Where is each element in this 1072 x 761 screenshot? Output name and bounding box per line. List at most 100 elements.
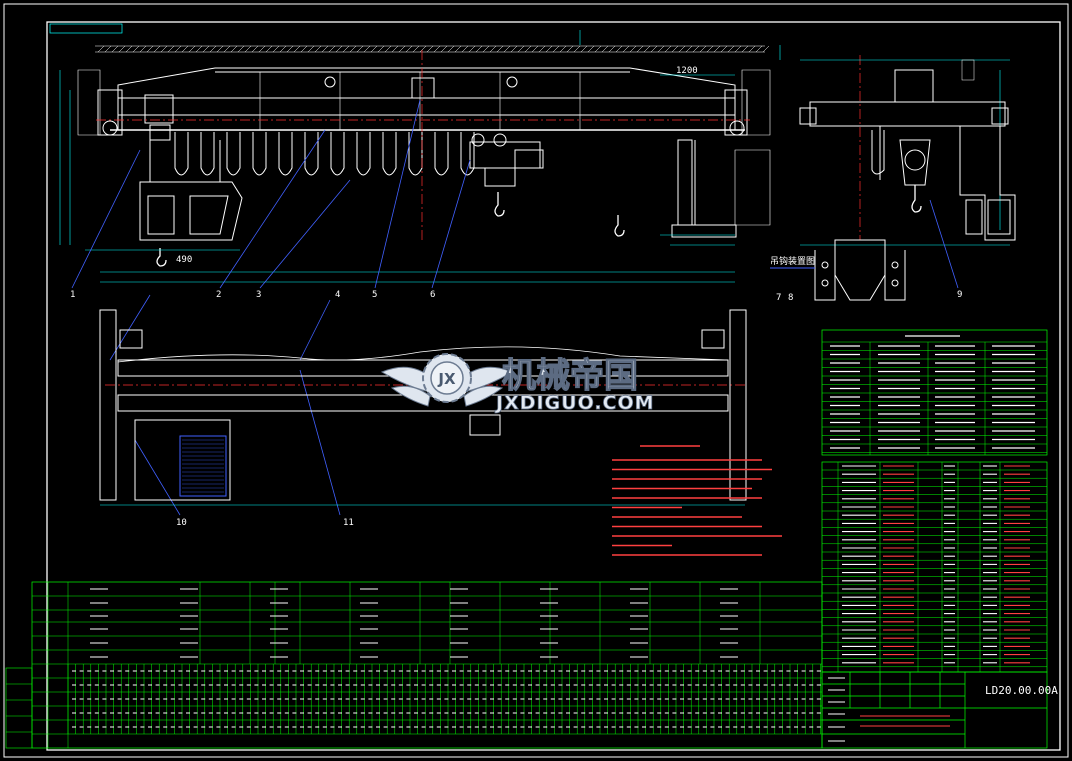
drive-gearbox-left xyxy=(149,124,171,141)
spec-table-grid xyxy=(822,341,1047,455)
hatch-stroke xyxy=(195,45,203,53)
part-label-7: 7 xyxy=(776,293,781,303)
wall-hatch-right xyxy=(741,69,771,136)
detail-bolt-2 xyxy=(821,279,829,287)
specification-table xyxy=(821,329,1048,456)
hatch-stroke xyxy=(468,45,476,53)
inner-frame xyxy=(46,21,1061,751)
part-label-11: 11 xyxy=(343,518,354,528)
hatch-stroke xyxy=(230,45,238,53)
hatch-stroke xyxy=(748,45,756,53)
hatch-stroke xyxy=(244,45,252,53)
plan-cable-line xyxy=(117,346,729,363)
hatch-stroke xyxy=(573,45,581,53)
hatch-stroke xyxy=(671,45,679,53)
hatch-stroke xyxy=(601,45,609,53)
part-label-10: 10 xyxy=(176,518,187,528)
side-wheel-left xyxy=(799,107,817,125)
part-label-6: 6 xyxy=(430,290,435,300)
part-label-2: 2 xyxy=(216,290,221,300)
hatch-stroke xyxy=(755,45,763,53)
building-hatch-top xyxy=(95,45,765,53)
hatch-stroke xyxy=(419,45,427,53)
side-hatch-wall xyxy=(961,59,975,81)
hatch-stroke xyxy=(524,45,532,53)
detail-bolt-4 xyxy=(891,279,899,287)
side-cable-loop xyxy=(871,130,885,175)
plan-cab xyxy=(134,419,231,501)
hatch-stroke xyxy=(608,45,616,53)
watermark-logo: JX 机械帝国 JXDIGUO.COM xyxy=(380,353,655,414)
part-label-1: 1 xyxy=(70,290,75,300)
trolley-wheel-1 xyxy=(471,133,485,147)
hatch-stroke xyxy=(706,45,714,53)
plan-cab-grille xyxy=(179,435,227,497)
hatch-stroke xyxy=(517,45,525,53)
cab-window xyxy=(147,195,175,235)
hatch-stroke xyxy=(279,45,287,53)
festoon-cable-loops xyxy=(174,132,475,176)
leader-lines xyxy=(71,99,959,516)
detail-bolt-1 xyxy=(821,261,829,269)
watermark-gear-inner xyxy=(430,361,464,395)
side-hoist-housing xyxy=(894,69,934,103)
hatch-stroke xyxy=(412,45,420,53)
hatch-stroke xyxy=(538,45,546,53)
hatch-stroke xyxy=(293,45,301,53)
operator-cab xyxy=(139,181,243,241)
hatch-stroke xyxy=(167,45,175,53)
trolley-wheel-2 xyxy=(493,133,507,147)
hatch-stroke xyxy=(272,45,280,53)
hatch-stroke xyxy=(531,45,539,53)
hatch-stroke xyxy=(125,45,133,53)
hatch-stroke xyxy=(188,45,196,53)
bottom-table-grid xyxy=(32,582,822,748)
hatch-stroke xyxy=(426,45,434,53)
hatch-stroke xyxy=(209,45,217,53)
plan-cab-grille-lines xyxy=(182,439,224,493)
hatch-stroke xyxy=(237,45,245,53)
notes-area xyxy=(600,432,780,572)
hatch-stroke xyxy=(699,45,707,53)
hatch-stroke xyxy=(314,45,322,53)
hatch-top-strokes xyxy=(97,45,770,53)
hatch-stroke xyxy=(734,45,742,53)
technical-notes xyxy=(600,432,782,572)
watermark-title: 机械帝国 xyxy=(502,356,638,396)
plan-end-carriage-left xyxy=(99,309,117,501)
outer-frame xyxy=(3,3,1069,758)
hatch-stroke xyxy=(580,45,588,53)
plan-end-carriage-right xyxy=(729,309,747,501)
hatch-stroke xyxy=(223,45,231,53)
hatch-stroke xyxy=(307,45,315,53)
hoist-motor xyxy=(514,149,544,169)
watermark-subtitle: JXDIGUO.COM xyxy=(494,392,655,414)
hatch-stroke xyxy=(118,45,126,53)
hatch-stroke xyxy=(664,45,672,53)
part-number-labels: 1 2 3 4 5 6 7 8 9 10 11 xyxy=(70,290,962,528)
hatch-stroke xyxy=(111,45,119,53)
hatch-stroke xyxy=(727,45,735,53)
detail-rail xyxy=(884,250,906,301)
hatch-stroke xyxy=(643,45,651,53)
hatch-stroke xyxy=(678,45,686,53)
hatch-stroke xyxy=(503,45,511,53)
girder-hole-1 xyxy=(324,76,336,88)
side-hook-sheave xyxy=(904,149,926,171)
wall-hatch-right-lower xyxy=(734,149,771,226)
hatch-stroke xyxy=(321,45,329,53)
cab-window-slant xyxy=(189,195,229,235)
side-girder xyxy=(809,101,1006,127)
hatch-stroke xyxy=(447,45,455,53)
hatch-stroke xyxy=(377,45,385,53)
conductor-bracket xyxy=(677,139,693,226)
hatch-stroke xyxy=(286,45,294,53)
hook-section-detail xyxy=(770,239,906,301)
side-cab-window-2 xyxy=(987,199,1011,235)
hatch-stroke xyxy=(300,45,308,53)
hatch-stroke xyxy=(258,45,266,53)
hatch-stroke xyxy=(328,45,336,53)
aux-hook xyxy=(614,215,625,237)
hatch-stroke xyxy=(265,45,273,53)
